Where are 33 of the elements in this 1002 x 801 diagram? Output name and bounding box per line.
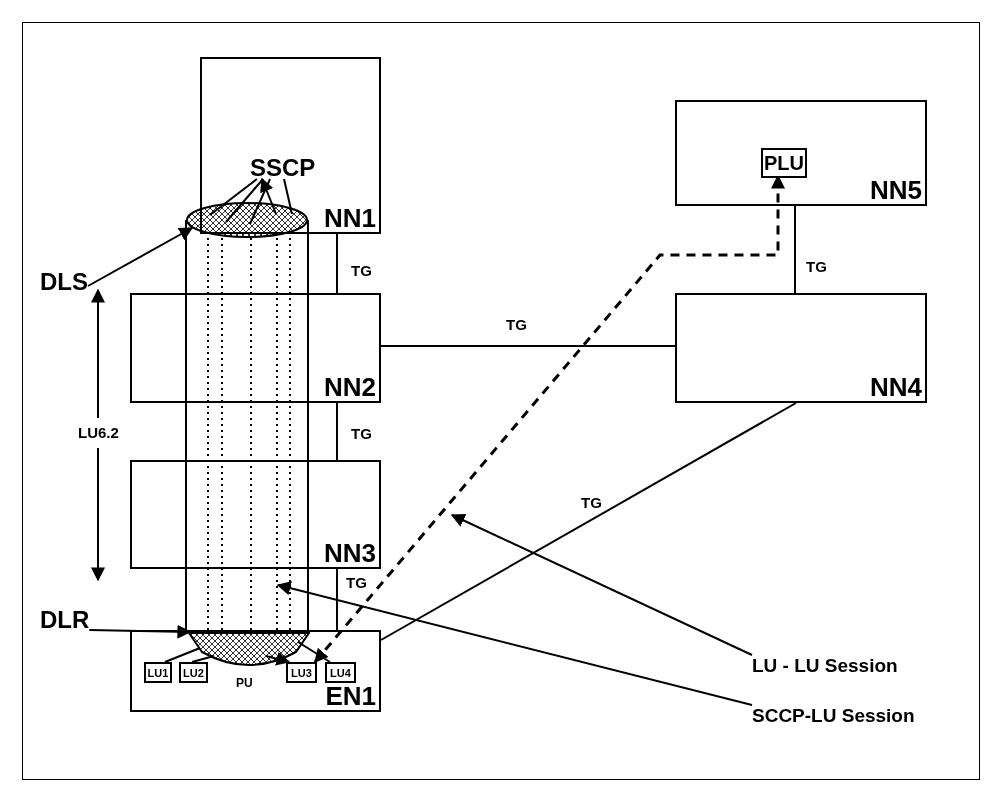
node-label: NN3 (324, 539, 376, 567)
network-node-box (130, 630, 381, 712)
node-label: SCCP-LU Session (752, 705, 915, 727)
node-label: LU - LU Session (752, 655, 898, 677)
arrow (276, 581, 753, 706)
side-label: LU6.2 (78, 424, 119, 441)
connector-line (380, 402, 797, 641)
node-label: NN1 (324, 204, 376, 232)
node-label: PU (236, 676, 253, 690)
node-label: NN2 (324, 373, 376, 401)
connector-line (164, 647, 201, 663)
connector-line (336, 402, 338, 461)
lu-box: LU3 (286, 662, 317, 683)
network-node-box (130, 460, 381, 569)
node-label: NN5 (870, 176, 922, 204)
lu-box: LU4 (325, 662, 356, 683)
network-node-box (130, 293, 381, 403)
lu-box: LU1 (144, 662, 172, 683)
network-node-box (675, 293, 927, 403)
node-label: DLR (40, 606, 90, 634)
connector-line (336, 568, 338, 631)
node-label: EN1 (325, 682, 376, 710)
node-label: SSCP (250, 154, 316, 182)
connector-line (336, 233, 338, 294)
network-node-box (675, 100, 927, 206)
connector-line (794, 205, 796, 294)
node-label: NN4 (870, 373, 922, 401)
lu-box: LU2 (179, 662, 208, 683)
connector-line (380, 345, 676, 347)
node-label: DLS (40, 268, 88, 296)
arrow (87, 227, 194, 287)
lu-box: PLU (761, 148, 807, 178)
arrow (450, 514, 753, 656)
